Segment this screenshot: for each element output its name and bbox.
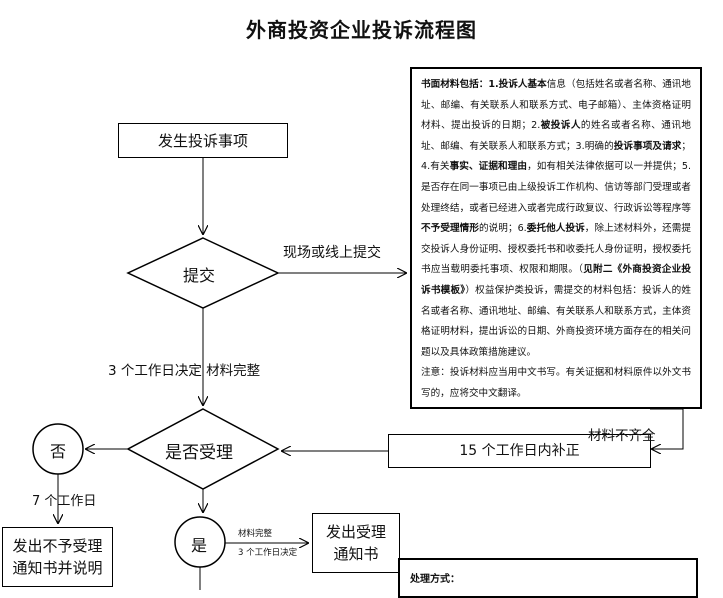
- accept-notice-line1: 发出受理: [325, 523, 386, 541]
- handling-method-box: 处理方式：: [398, 558, 698, 598]
- supplement-node: 15 个工作日内补正: [388, 434, 651, 468]
- note-text-segment: ，除上述材料外，还需提交投诉人身份证明、授权委托书和收委托人身份证明，授权委托书…: [421, 223, 692, 276]
- note-text-segment: ）权益保护类投诉，需提交的材料包括：投诉人的姓名或者名称、通讯地址、邮编、有关联…: [421, 284, 691, 358]
- note-text-segment: ；4.有关: [421, 140, 692, 173]
- reject-notice-line1: 发出不予受理: [12, 537, 103, 555]
- edge-label-incomplete: 材料不齐全: [588, 428, 656, 444]
- yes-label: 是: [191, 536, 208, 555]
- note-text-segment: 委托他人投诉: [526, 223, 585, 235]
- accept-label: 是否受理: [165, 443, 233, 463]
- note-text-segment: ，如有相关法律依据可以一并提供；5.是否存在同一事项已由上级投诉工作机构、信访等…: [421, 161, 692, 214]
- supplement-label: 15 个工作日内补正: [459, 443, 580, 459]
- accept-notice-node: 发出受理 通知书: [312, 513, 400, 573]
- note-text-segment: 见附二《外商投资企业投诉书模板》: [421, 264, 692, 296]
- note-text-segment: 不予受理情形: [421, 223, 479, 235]
- accept-notice-line2: 通知书: [333, 545, 379, 563]
- note-text-segment: 事实、证据和理由: [449, 161, 528, 173]
- note-text-segment: 信息（包括姓名或者名称、通讯地址、邮编、有关联系人和联系方式、电子邮箱）、主体资…: [421, 79, 692, 132]
- edge-label-onsite-online: 现场或线上提交: [283, 245, 381, 261]
- edge-label-small-complete: 材料完整: [238, 529, 273, 539]
- note-text-segment: 投诉人基本: [498, 79, 547, 90]
- note-text-segment: 的姓名或者名称、通讯地址、邮编、有关联系人和联系方式；3.明确的: [421, 120, 691, 152]
- note-text-segment: 被投诉人: [540, 120, 581, 132]
- page-title: 外商投资企业投诉流程图: [246, 18, 477, 42]
- note-text-segment: 的说明；6.: [478, 223, 527, 235]
- edge-note-supplement: [650, 408, 684, 449]
- reject-notice-line2: 通知书并说明: [12, 559, 103, 577]
- note-text-segment: 注意：投诉材料应当用中文书写。有关证据和材料原件以外文书写的，应将交中文翻译。: [421, 367, 691, 399]
- start-node: 发生投诉事项: [118, 123, 288, 158]
- handling-method-title: 处理方式：: [410, 574, 460, 585]
- submit-label: 提交: [183, 266, 216, 285]
- start-node-label: 发生投诉事项: [157, 131, 248, 150]
- no-label: 否: [50, 442, 67, 461]
- materials-note-box: 书面材料包括：1.投诉人基本信息（包括姓名或者名称、通讯地址、邮编、有关联系人和…: [410, 67, 702, 409]
- edge-label-seven-days: 7 个工作日: [32, 494, 97, 509]
- note-text-segment: 书面材料包括：1.: [421, 79, 499, 90]
- note-text-segment: 投诉事项及请求: [613, 140, 682, 152]
- reject-notice-node: 发出不予受理 通知书并说明: [2, 527, 113, 587]
- edge-label-three-days-complete: 3 个工作日决定 材料完整: [108, 363, 261, 379]
- edge-label-small-three-days: 3 个工作日决定: [238, 548, 298, 558]
